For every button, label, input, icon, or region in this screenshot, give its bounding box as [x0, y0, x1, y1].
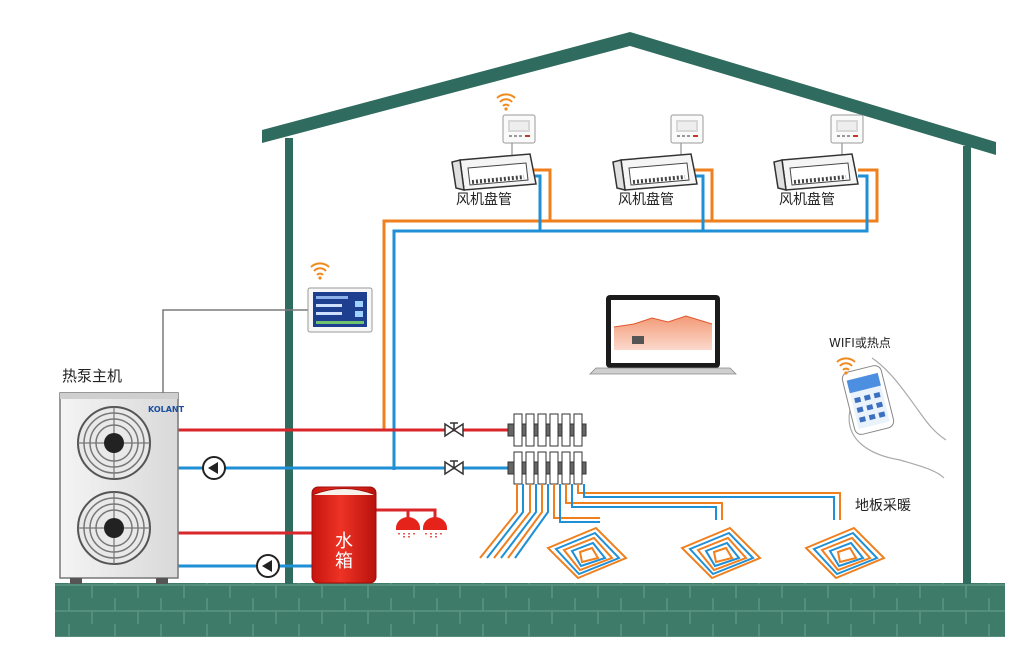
heat-pump-unit: KOLANT	[59, 392, 185, 584]
smartphone-icon	[841, 357, 947, 479]
pump-icon	[202, 456, 226, 480]
fan-coil-unit	[450, 152, 538, 192]
floor-heating-coil	[805, 527, 885, 579]
tank-label-line2: 箱	[335, 551, 353, 572]
heat-pump-label: 热泵主机	[62, 367, 123, 385]
water-tank-label: 水 箱	[324, 532, 364, 572]
fan-coil-label: 风机盘管	[456, 192, 512, 208]
floor-heating-coil	[547, 527, 627, 579]
fan-coil-unit	[611, 152, 699, 192]
thermostat-icon	[830, 114, 864, 144]
pump-icon	[256, 554, 280, 578]
water-tank	[311, 486, 377, 584]
sprinkler-icon	[395, 516, 421, 539]
wifi-icon	[496, 93, 516, 112]
tank-label-line1: 水	[335, 531, 353, 552]
wall-controller	[307, 287, 373, 333]
house-outline	[262, 32, 996, 584]
thermostat-icon	[670, 114, 704, 144]
floor-heating-pipes	[479, 484, 841, 559]
brand-logo: KOLANT	[148, 405, 185, 414]
floor-heating-label: 地板采暖	[855, 498, 911, 514]
fan-coil-label: 风机盘管	[618, 192, 674, 208]
floor-heating-coil	[681, 527, 761, 579]
fan-coil-label: 风机盘管	[779, 192, 835, 208]
fan-icon	[77, 491, 151, 565]
fan-coil-pipes	[382, 168, 879, 470]
laptop-icon	[589, 295, 737, 375]
fan-icon	[77, 406, 151, 480]
valve-icon	[444, 460, 464, 475]
wifi-label: WIFI或热点	[829, 336, 891, 350]
controller-wire	[162, 309, 318, 398]
wifi-icon	[310, 262, 330, 281]
ground-brick-wall	[55, 583, 1005, 637]
fan-coil-unit	[772, 152, 860, 192]
sprinkler-icon	[422, 516, 448, 539]
thermostat-icon	[502, 114, 536, 144]
valve-icon	[444, 422, 464, 437]
floor-heating-manifold	[507, 413, 587, 485]
